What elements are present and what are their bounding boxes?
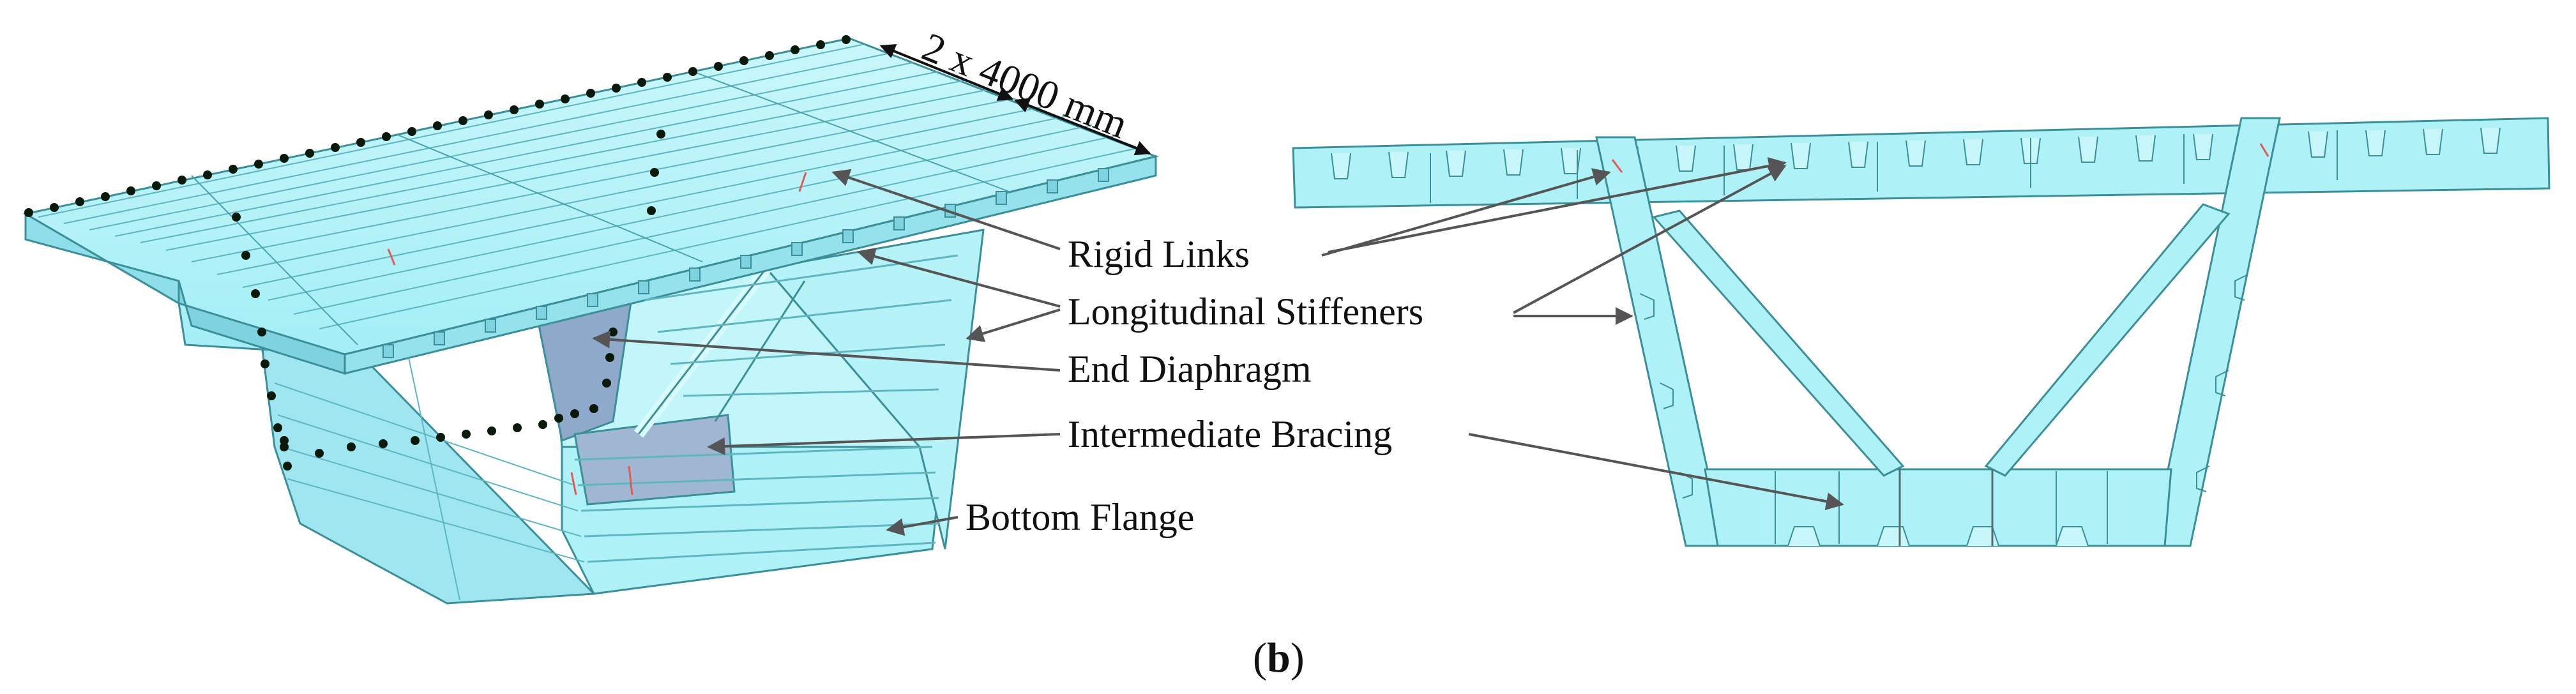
arrow-long-stiff-2 bbox=[966, 308, 1061, 342]
figure-caption: (b) bbox=[1253, 635, 1305, 681]
caption-letter: b bbox=[1267, 635, 1291, 681]
cross-section-view bbox=[1292, 117, 2550, 547]
intermediate-bracing-frame bbox=[573, 414, 736, 506]
caption-close: ) bbox=[1291, 635, 1305, 681]
arrow-intermediate-bracing-cs bbox=[1468, 433, 1844, 511]
cs-bottom-ribs bbox=[1787, 526, 2089, 547]
cs-web-stiffeners bbox=[1639, 274, 2248, 499]
deck-panel-seams bbox=[191, 70, 1010, 345]
inner-web-stiffeners bbox=[644, 254, 958, 397]
deck-stiffener-lines bbox=[38, 44, 1144, 329]
cs-bracing-left bbox=[1652, 209, 1905, 477]
bottom-flange-stiffeners bbox=[574, 446, 939, 563]
cs-bracing-right bbox=[1984, 203, 2231, 477]
callout-arrows bbox=[592, 157, 1844, 536]
label-longitudinal-stiffeners: Longitudinal Stiffeners bbox=[1068, 290, 1423, 333]
web-plate-left bbox=[261, 324, 596, 605]
arrow-intermediate-bracing-3d bbox=[707, 433, 1061, 456]
rigid-link-marks-3d bbox=[387, 172, 807, 495]
arrow-end-diaphragm bbox=[592, 330, 1061, 372]
arrow-bottom-flange bbox=[886, 516, 958, 536]
label-end-diaphragm: End Diaphragm bbox=[1068, 348, 1312, 390]
cs-rigid-link-marks bbox=[1611, 143, 2269, 173]
cs-web-right bbox=[2151, 117, 2281, 547]
arrow-long-stiff-1 bbox=[857, 248, 1061, 308]
boundary-nodes bbox=[24, 35, 851, 471]
cs-deck-divisions bbox=[1430, 130, 2338, 203]
web-panel-lines bbox=[274, 357, 585, 601]
cs-bottom-flange bbox=[1704, 468, 2172, 547]
arrow-long-stiff-cs1 bbox=[1513, 165, 1787, 314]
label-intermediate-bracing: Intermediate Bracing bbox=[1068, 413, 1392, 455]
arrow-rigid-links-cs1 bbox=[1321, 168, 1611, 257]
arrow-rigid-links-3d bbox=[831, 169, 1061, 250]
deck-trough-teeth bbox=[383, 168, 1109, 358]
deck-step bbox=[178, 280, 346, 375]
bracing-diagonal-edge bbox=[637, 268, 768, 435]
caption-open: ( bbox=[1253, 635, 1267, 681]
label-bottom-flange: Bottom Flange bbox=[966, 496, 1194, 538]
dimension-arrow-1 bbox=[879, 43, 1014, 102]
bracing-diagonal-2 bbox=[714, 280, 806, 422]
arrow-rigid-links-cs2 bbox=[1328, 157, 1787, 253]
dimension-arrow-2 bbox=[1013, 98, 1151, 156]
label-rigid-links: Rigid Links bbox=[1068, 233, 1250, 275]
fe-model-3d bbox=[22, 35, 1160, 605]
cs-deck-ribs bbox=[1331, 127, 2501, 179]
